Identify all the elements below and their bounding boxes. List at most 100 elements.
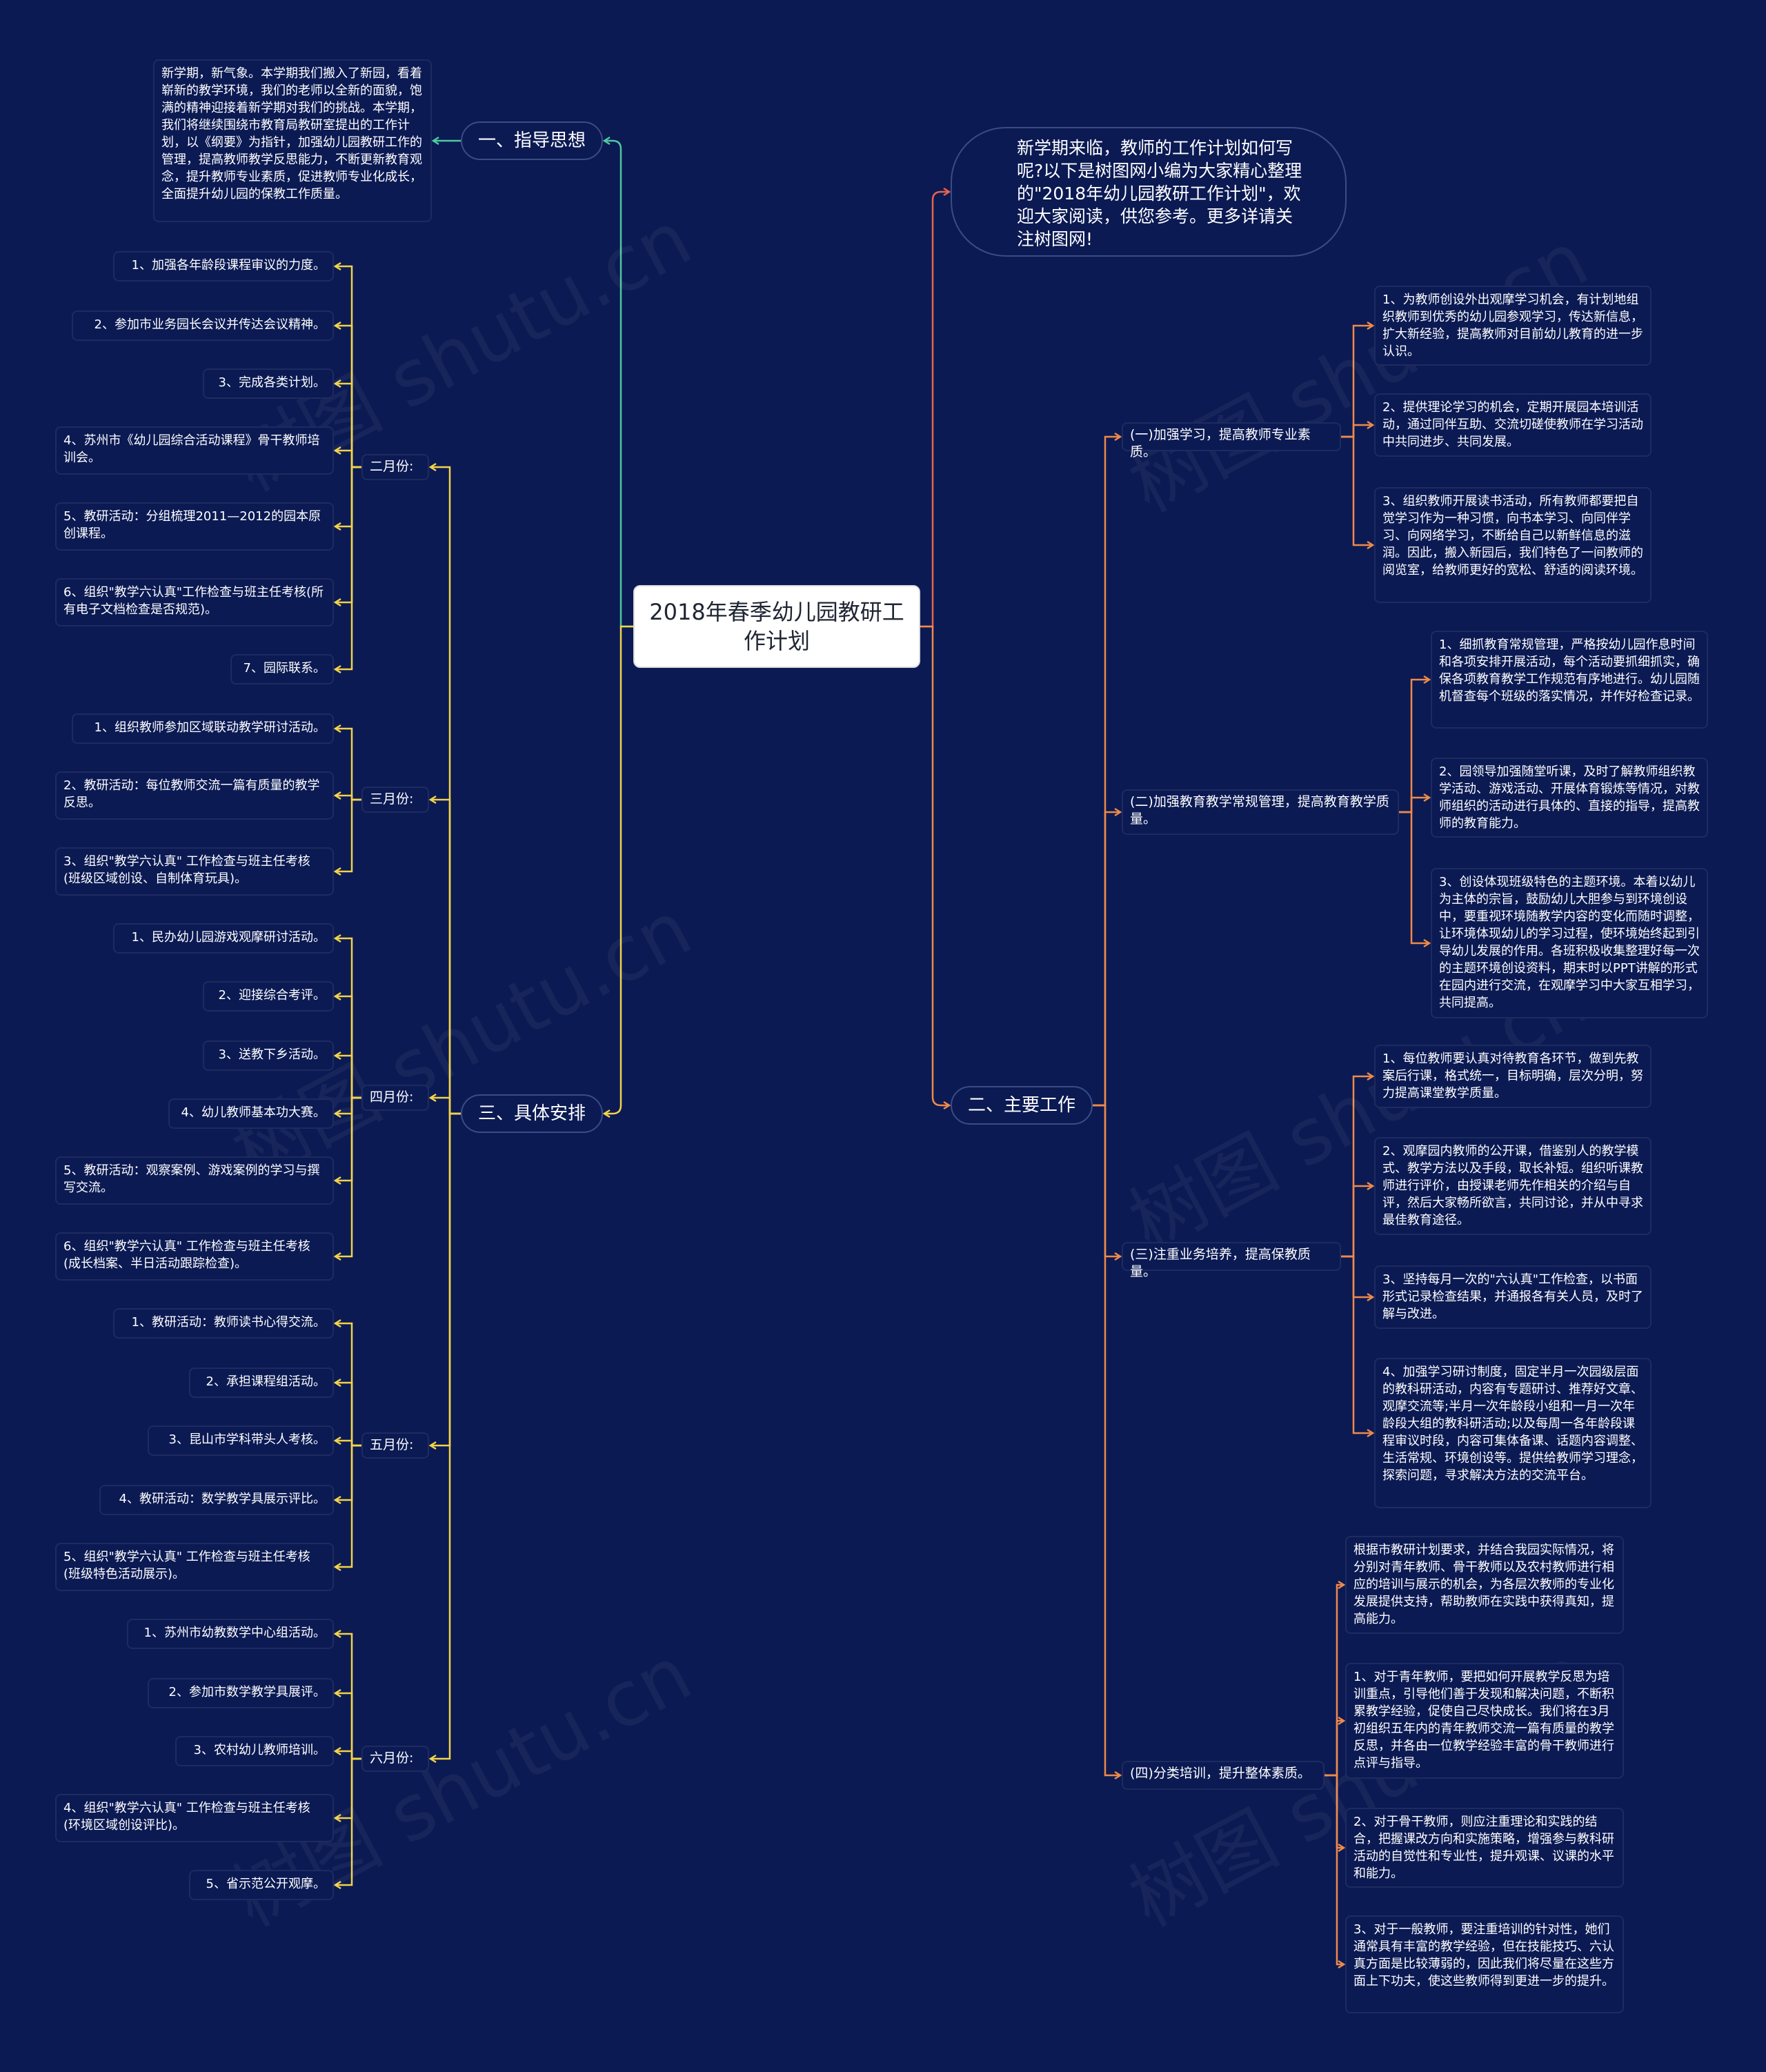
branch-specific-arrangements[interactable]: 三、具体安排 [461,1094,603,1133]
month-item[interactable]: 5、教研活动：观察案例、游戏案例的学习与撰写交流。 [55,1156,334,1205]
connector [1399,678,1429,813]
connector [1367,1292,1375,1302]
connector [943,187,951,197]
section-3[interactable]: (三)注重业务培养，提高保教质量。 [1122,1242,1341,1279]
connector [1423,675,1431,684]
branch-main-work[interactable]: 二、主要工作 [951,1086,1093,1125]
connector [920,625,949,1107]
month-item[interactable]: 2、承担课程组活动。 [189,1368,334,1398]
section-3-item[interactable]: 2、观摩园内教师的公开课，借鉴别人的教学模式、教学方法以及手段，取长补短。组织听… [1374,1137,1651,1235]
connector [1367,420,1375,430]
connector [335,466,361,528]
month-item[interactable]: 1、苏州市幼教数学中心组活动。 [127,1619,334,1649]
connector [1093,435,1120,1107]
section-1-item[interactable]: 1、为教师创设外出观摩学习机会，有计划地组织教师到优秀的幼儿园参观学习，传达新信… [1374,286,1651,366]
connector [1324,1774,1344,1849]
section-4-item[interactable]: 根据市教研计划要求，并结合我园实际情况，将分别对青年教师、骨干教师以及农村教师进… [1345,1536,1624,1634]
month-item[interactable]: 3、送教下乡活动。 [203,1040,334,1071]
connector [431,136,439,146]
connector [333,934,341,943]
section-3-item[interactable]: 4、加强学习研讨制度，固定半月一次园级层面的教科研活动，内容有专题研讨、推荐好文… [1374,1358,1651,1508]
connector [430,466,461,1115]
month-item[interactable]: 3、完成各类计划。 [203,368,334,399]
section-4-item[interactable]: 1、对于青年教师，要把如何开展教学反思为培训重点，引导他们善于发现和解决问题，不… [1345,1663,1624,1779]
connector [333,791,341,800]
section-1[interactable]: (一)加强学习，提高教师专业素质。 [1122,422,1341,460]
root-topic[interactable]: 2018年春季幼儿园教研工作计划 [633,585,920,668]
connector [333,1436,341,1446]
connector [428,1093,437,1103]
month-item[interactable]: 2、参加市数学教学具展评。 [148,1678,334,1708]
month-item[interactable]: 5、组织"教学六认真" 工作检查与班主任考核(班级特色活动展示)。 [55,1543,334,1591]
connector [335,798,361,873]
month-march[interactable]: 三月份: [361,787,429,813]
month-item[interactable]: 2、迎接综合考评。 [203,981,334,1012]
connector [333,1319,341,1328]
connector [430,1112,461,1760]
connector [1341,1185,1373,1258]
connector [333,522,341,531]
connector [1114,1252,1122,1261]
month-item[interactable]: 4、苏州市《幼儿园综合活动课程》骨干教师培训会。 [55,426,334,475]
connector [335,1444,361,1501]
section-1-item[interactable]: 2、提供理论学习的机会，定期开展园本培训活动，通过同伴互助、交流切磋使教师在学习… [1374,393,1651,457]
connector [333,321,341,330]
connector [1341,324,1373,438]
section-2-item[interactable]: 2、园领导加强随堂听课，及时了解教师组织教学活动、游戏活动、开展体育锻炼等情况，… [1431,758,1708,838]
connector [1338,1843,1346,1853]
month-item[interactable]: 2、参加市业务园长会议并传达会议精神。 [72,310,334,341]
connector [333,1378,341,1388]
connector [1367,540,1375,550]
month-item[interactable]: 5、教研活动：分组梳理2011—2012的园本原创课程。 [55,502,334,551]
month-item[interactable]: 6、组织"教学六认真"工作检查与班主任考核(所有电子文档检查是否规范)。 [55,578,334,626]
month-item[interactable]: 1、教研活动：教师读书心得交流。 [113,1308,334,1339]
intro-node[interactable]: 新学期来临，教师的工作计划如何写呢?以下是树图网小编为大家精心整理的"2018年… [951,127,1347,257]
section-2-item[interactable]: 1、细抓教育常规管理，严格按幼儿园作息时间和各项安排开展活动，每个活动要抓细抓实… [1431,631,1708,729]
section-4-item[interactable]: 3、对于一般教师，要注重培训的针对性，她们通常具有丰富的教学经验，但在技能技巧、… [1345,1915,1624,2013]
connector [333,1880,341,1890]
connector [1341,1075,1373,1258]
connector [1338,1960,1346,1969]
section-2[interactable]: (二)加强教育教学常规管理，提高教育教学质量。 [1122,789,1399,835]
month-item[interactable]: 3、组织"教学六认真" 工作检查与班主任考核(班级区域创设、自制体育玩具)。 [55,847,334,896]
connector [333,262,341,271]
branch-guiding-ideology[interactable]: 一、指导思想 [461,121,603,160]
month-april[interactable]: 四月份: [361,1085,429,1111]
connector [604,139,633,628]
connector [1341,1255,1373,1299]
month-item[interactable]: 1、民办幼儿园游戏观摩研讨活动。 [113,923,334,954]
connector [335,466,361,604]
connector [333,1746,341,1756]
connector [333,1252,341,1261]
month-item[interactable]: 3、农村幼儿教师培训。 [175,1736,334,1766]
section-4[interactable]: (四)分类培训，提升整体素质。 [1122,1761,1324,1790]
guiding-ideology-content[interactable]: 新学期，新气象。本学期我们搬入了新园，看着崭新的教学环境，我们的老师以全新的面貌… [153,59,432,222]
month-june[interactable]: 六月份: [361,1746,429,1772]
connector [335,265,361,468]
month-item[interactable]: 7、园际联系。 [230,654,334,684]
month-item[interactable]: 1、组织教师参加区域联动教学研讨活动。 [72,713,334,744]
connector [335,382,361,468]
section-2-item[interactable]: 3、创设体现班级特色的主题环境。本着以幼儿为主体的宗旨，鼓励幼儿大胆参与到环境创… [1431,868,1708,1018]
month-item[interactable]: 4、教研活动：数学教学具展示评比。 [99,1485,334,1515]
month-item[interactable]: 5、省示范公开观摩。 [189,1870,334,1900]
month-item[interactable]: 1、加强各年龄段课程审议的力度。 [113,251,334,282]
month-item[interactable]: 4、幼儿教师基本功大赛。 [168,1098,334,1129]
connector [333,1176,341,1185]
month-item[interactable]: 4、组织"教学六认真" 工作检查与班主任考核(环境区域创设评比)。 [55,1794,334,1842]
month-may[interactable]: 五月份: [361,1432,429,1459]
month-item[interactable]: 6、组织"教学六认真" 工作检查与班主任考核(成长档案、半日活动跟踪检查)。 [55,1232,334,1281]
month-february[interactable]: 二月份: [361,454,429,480]
section-1-item[interactable]: 3、组织教师开展读书活动，所有教师都要把自觉学习作为一种习惯，向书本学习、向同伴… [1374,487,1651,603]
month-item[interactable]: 2、教研活动：每位教师交流一篇有质量的教学反思。 [55,771,334,820]
connector [1324,1774,1344,1966]
section-3-item[interactable]: 3、坚持每月一次的"六认真"工作检查，以书面形式记录检查结果，并通报各有关人员，… [1374,1265,1651,1329]
month-item[interactable]: 3、昆山市学科带头人考核。 [148,1425,334,1456]
connector [943,1101,951,1110]
section-3-item[interactable]: 1、每位教师要认真对待教育各环节，做到先教案后行课，格式统一，目标明确，层次分明… [1374,1045,1651,1108]
connector [1114,1770,1122,1780]
section-4-item[interactable]: 2、对于骨干教师，则应注重理论和实践的结合，把握课改方向和实施策略，增强参与教科… [1345,1808,1624,1888]
connector [1324,1719,1344,1777]
connector [333,1051,341,1060]
root-topic-label: 2018年春季幼儿园教研工作计划 [649,599,904,654]
